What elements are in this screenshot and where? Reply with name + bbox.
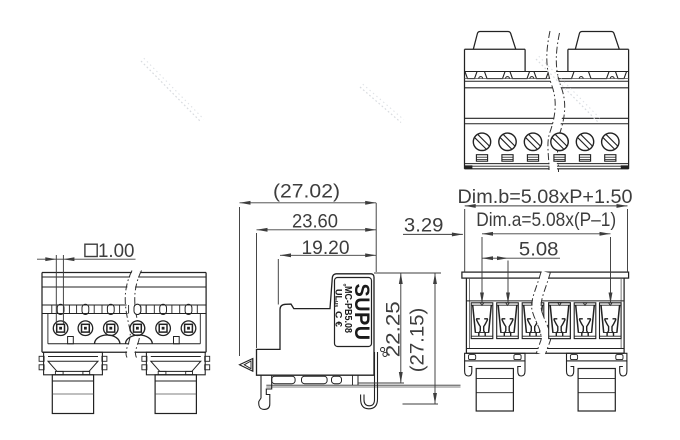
svg-text:22.25: 22.25 bbox=[383, 301, 405, 357]
svg-text:1.00: 1.00 bbox=[98, 240, 135, 262]
svg-text:Dim.a=5.08x(P–1): Dim.a=5.08x(P–1) bbox=[476, 209, 616, 231]
svg-text:us: us bbox=[333, 301, 339, 307]
svg-text:(27.02): (27.02) bbox=[273, 181, 340, 203]
svg-text:Dim.b=5.08xP+1.50: Dim.b=5.08xP+1.50 bbox=[458, 186, 633, 208]
svg-text:(27.15): (27.15) bbox=[407, 308, 429, 373]
svg-text:°: ° bbox=[338, 283, 347, 286]
svg-text:SUPU: SUPU bbox=[350, 284, 374, 341]
svg-text:C €: C € bbox=[333, 311, 344, 328]
svg-text:UL: UL bbox=[333, 289, 344, 301]
svg-text:19.20: 19.20 bbox=[302, 237, 350, 259]
svg-text:MC-PB5.08: MC-PB5.08 bbox=[342, 286, 353, 333]
svg-text:23.60: 23.60 bbox=[292, 211, 338, 233]
svg-text:5.08: 5.08 bbox=[519, 239, 559, 261]
svg-text:3.29: 3.29 bbox=[404, 215, 444, 237]
